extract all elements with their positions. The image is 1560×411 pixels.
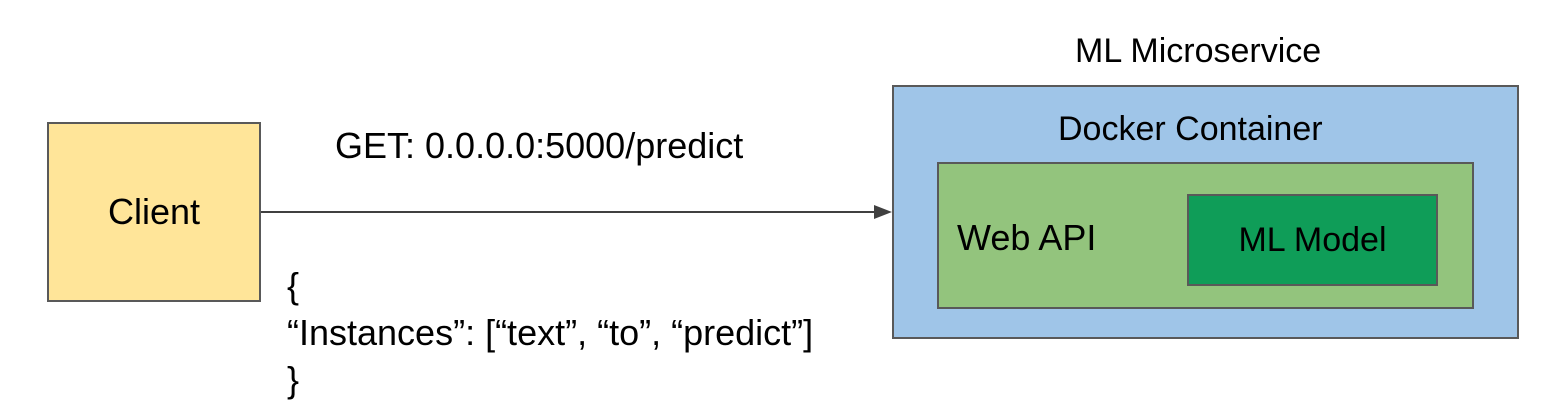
ml-model-box: ML Model xyxy=(1187,194,1438,286)
web-api-label: Web API xyxy=(957,217,1097,258)
service-title: ML Microservice xyxy=(1075,32,1322,70)
payload-body: “Instances”: [“text”, “to”, “predict”] xyxy=(287,312,814,353)
docker-container-label: Docker Container xyxy=(1058,110,1323,148)
request-label: GET: 0.0.0.0:5000/predict xyxy=(335,125,744,166)
client-box: Client xyxy=(47,122,261,302)
ml-model-label: ML Model xyxy=(1238,220,1387,259)
request-payload: { “Instances”: [“text”, “to”, “predict”]… xyxy=(287,262,813,403)
arrow-head xyxy=(874,205,892,219)
client-label: Client xyxy=(107,191,201,232)
payload-open-brace: { xyxy=(287,265,300,306)
payload-close-brace: } xyxy=(287,359,300,400)
